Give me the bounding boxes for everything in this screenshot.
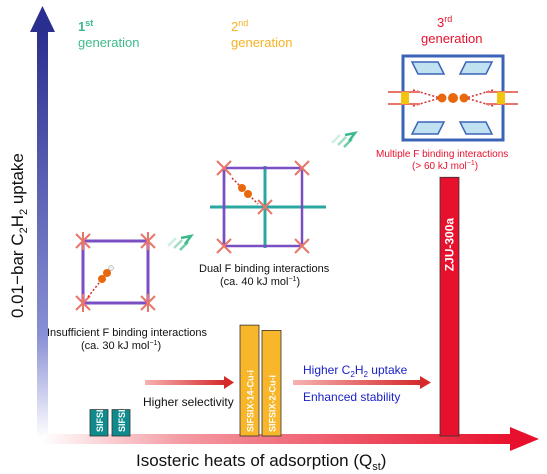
- generation-3-label: 3rd: [437, 14, 452, 30]
- y-axis-arrow: [30, 6, 55, 438]
- progression-arrow-1: [167, 234, 194, 251]
- generation-2-label: 2nd: [231, 18, 248, 34]
- caption-multiple-2: (> 60 kJ mol−1): [412, 160, 478, 172]
- higher-selectivity-label: Higher selectivity: [143, 395, 234, 409]
- bar-zju-300a: [439, 176, 460, 437]
- bar-label-sifsix-3-zn: SIFSIX-3-Zn: [95, 381, 105, 432]
- bar-label-sifsix-1-cu: SIFSIX-1-Cu: [117, 380, 127, 432]
- caption-insufficient-2: (ca. 30 kJ mol−1): [81, 340, 161, 352]
- framework-3rd-illustration: [388, 54, 518, 142]
- progression-arrow-2: [331, 131, 358, 148]
- bar-label-sifsix-2-cu-i: SIFSIX-2-Cu-i: [268, 375, 278, 432]
- framework-1st-illustration: [75, 232, 156, 312]
- higher-uptake-label: Higher C2H2 uptake: [303, 363, 408, 379]
- bar-series: SIFSIX-3-Zn SIFSIX-1-Cu SIFSIX-14-Cu-i SIFS…: [89, 176, 460, 437]
- uptake-arrow: [293, 376, 431, 389]
- generation-3-word: generation: [421, 31, 482, 46]
- caption-insufficient-1: Insufficient F binding interactions: [47, 327, 207, 339]
- bar-sifsix-14-cu-i: [239, 324, 260, 437]
- bar-label-sifsix-14-cu-i: SIFSIX-14-Cu-i: [246, 370, 256, 432]
- caption-multiple-1: Multiple F binding interactions: [376, 149, 508, 160]
- generation-1-word: generation: [78, 35, 139, 50]
- bar-sifsix-3-zn: [89, 409, 109, 437]
- x-axis-arrow: [42, 427, 539, 451]
- bar-sifsix-1-cu: [111, 409, 131, 437]
- bar-sifsix-2-cu-i: [261, 329, 282, 437]
- caption-dual-1: Dual F binding interactions: [199, 263, 330, 275]
- generation-1-label: 1st: [78, 18, 93, 34]
- bar-label-zju-300a: ZJU-300a: [443, 218, 457, 272]
- enhanced-stability-label: Enhanced stability: [303, 390, 400, 404]
- generation-2-word: generation: [231, 35, 292, 50]
- sif6-node: [75, 232, 156, 312]
- y-axis-label: 0.01−bar C2H2 uptake: [8, 153, 30, 318]
- framework-2nd-illustration: [210, 160, 326, 254]
- selectivity-arrow: [145, 376, 234, 389]
- x-axis-label: Isosteric heats of adsorption (Qst): [136, 451, 386, 473]
- caption-dual-2: (ca. 40 kJ mol−1): [220, 276, 300, 288]
